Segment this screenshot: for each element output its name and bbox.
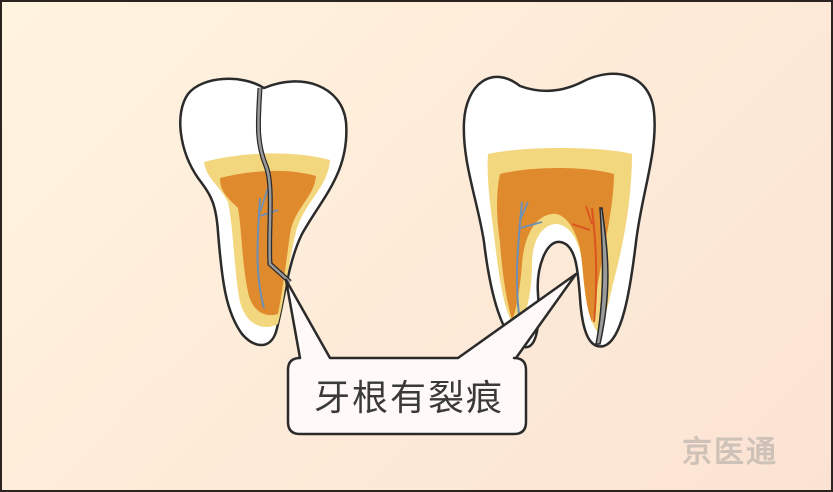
right-tooth <box>462 72 656 349</box>
caption-text: 牙根有裂痕 <box>313 378 504 419</box>
speech-bubble <box>284 272 578 436</box>
left-tooth <box>179 77 348 347</box>
watermark-logo: 京医通 <box>682 435 778 470</box>
